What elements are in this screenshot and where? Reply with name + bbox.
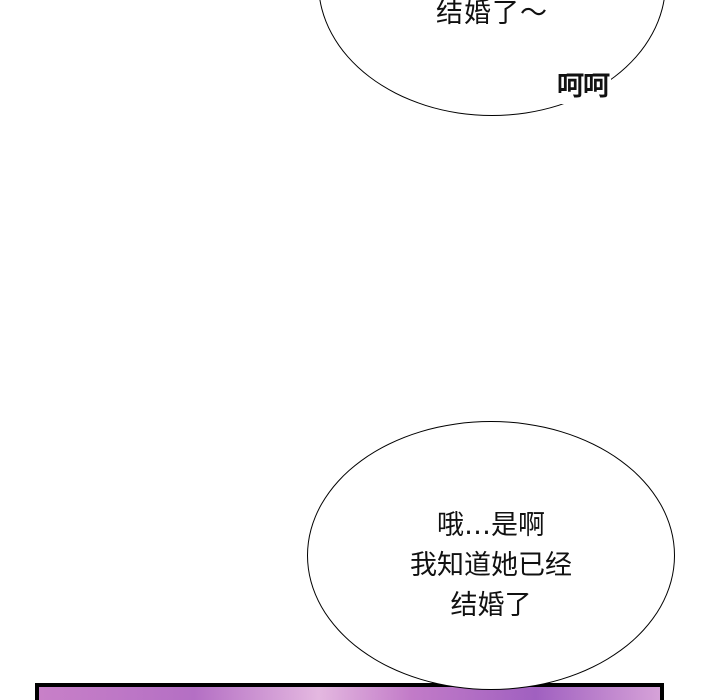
- illustration-panel: [35, 683, 664, 700]
- speech-line: 我知道她已经: [410, 550, 572, 581]
- aside-laugh-text: 呵呵: [555, 70, 611, 104]
- speech-line: 哦…是啊: [437, 510, 545, 541]
- speech-bubble-bottom: [307, 421, 675, 690]
- speech-bubble-top-text: 结婚了～: [318, 0, 666, 34]
- speech-line: 结婚了～: [436, 0, 548, 29]
- speech-bubble-bottom-text: 哦…是啊 我知道她已经 结婚了: [307, 506, 675, 626]
- speech-line: 结婚了: [450, 590, 532, 621]
